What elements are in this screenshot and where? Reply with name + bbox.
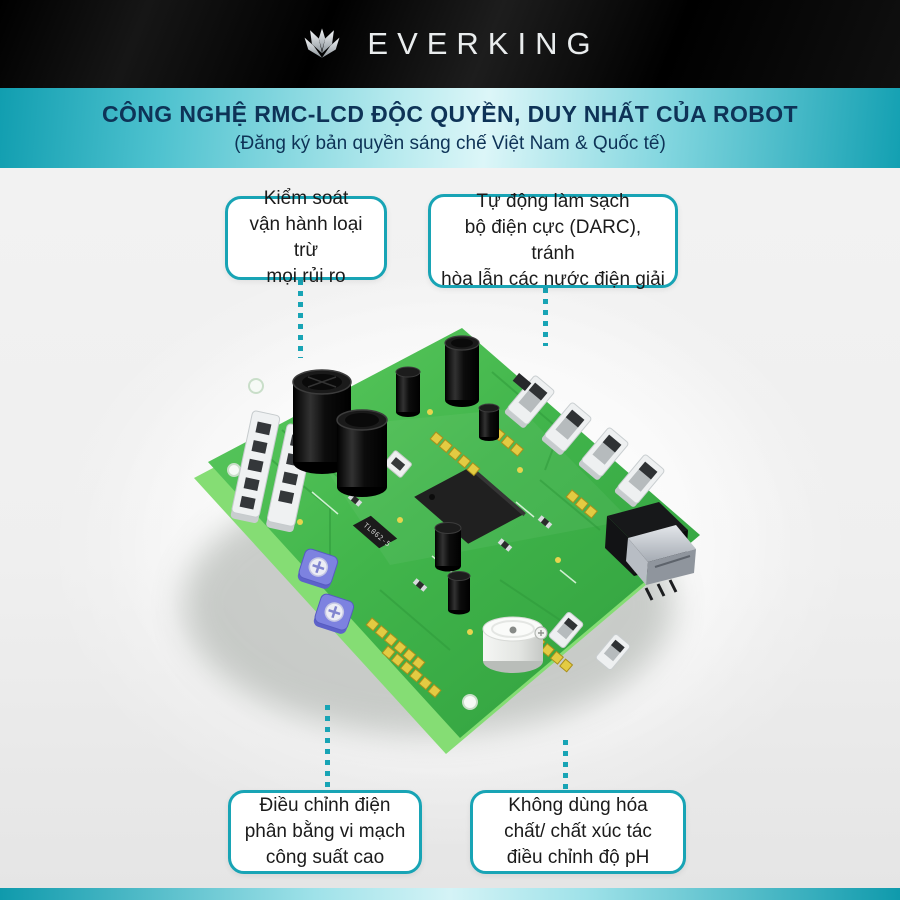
connector-jst-2 <box>541 402 592 455</box>
everking-crown-icon <box>304 28 340 58</box>
capacitor-large-2 <box>336 409 388 497</box>
smd-parts <box>347 373 553 592</box>
connector-jst-5 <box>548 612 584 648</box>
capacitor-4 <box>395 366 421 417</box>
dotted-line-bottom-right <box>563 740 568 789</box>
pin-header-3 <box>381 645 442 698</box>
callout-top-left: Kiểm soát vận hành loại trừ mọi rủi ro <box>225 188 387 287</box>
edge-connector-left-1 <box>230 410 281 523</box>
connector-jst-3 <box>578 427 629 480</box>
dotted-line-top-left <box>298 280 303 358</box>
main-area: TL062-5 <box>0 168 900 888</box>
callout-bottom-left: Điều chỉnh điện phân bằng vi mạch công s… <box>228 790 422 874</box>
usb-connector <box>605 502 696 601</box>
potentiometer-2 <box>313 593 355 634</box>
main-chip <box>414 466 526 544</box>
callout-bottom-right: Không dùng hóa chất/ chất xúc tác điều c… <box>470 790 686 874</box>
connector-jst-1 <box>504 375 555 428</box>
header: EVERKING <box>0 0 900 88</box>
capacitor-3 <box>444 335 480 407</box>
connector-jst-4 <box>614 454 665 507</box>
dotted-line-bottom-left <box>325 705 330 789</box>
buzzer <box>482 616 548 673</box>
pin-header-1 <box>429 431 481 477</box>
banner: CÔNG NGHỆ RMC-LCD ĐỘC QUYỀN, DUY NHẤT CỦ… <box>0 88 900 168</box>
capacitor-5 <box>434 522 462 572</box>
connector-jst-6 <box>595 634 631 670</box>
dotted-line-top-right <box>543 288 548 346</box>
bottom-bar <box>0 888 900 900</box>
pcb-illustration: TL062-5 <box>107 275 797 785</box>
potentiometer-1 <box>297 548 339 589</box>
pin-header-5 <box>565 489 598 519</box>
banner-subtitle: (Đăng ký bản quyền sáng chế Việt Nam & Q… <box>234 133 666 154</box>
banner-title: CÔNG NGHỆ RMC-LCD ĐỘC QUYỀN, DUY NHẤT CỦ… <box>101 101 799 127</box>
connector-small <box>384 450 412 478</box>
capacitor-6 <box>447 571 471 615</box>
brand-name: EVERKING <box>367 26 600 61</box>
callout-top-right: Tự động làm sạch bộ điện cực (DARC), trá… <box>428 191 678 290</box>
capacitor-7 <box>478 403 500 441</box>
pin-header-2 <box>365 617 426 670</box>
